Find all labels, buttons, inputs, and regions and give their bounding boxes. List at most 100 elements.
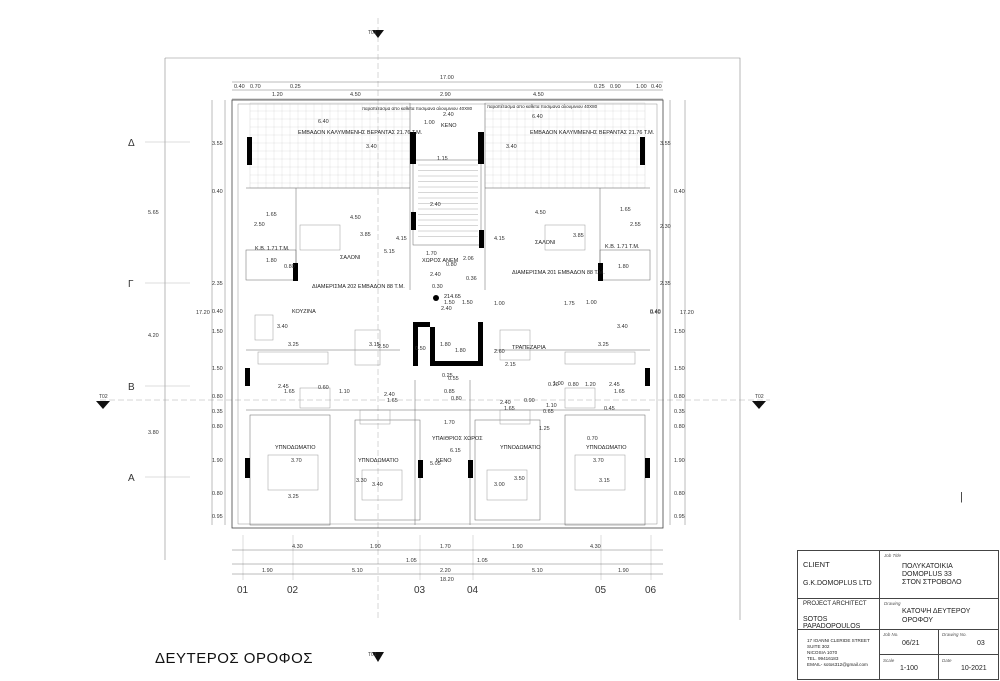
dim-label: 3.15 [369,342,380,348]
address-line: TEL. 99416183 [807,656,839,661]
dim-label: 0.40 [650,310,661,316]
interior-walls [245,103,651,526]
scale-cell: Scale 1-100 [880,655,939,679]
grid-col-label: 05 [595,585,607,596]
dim: 0.25 [594,84,605,90]
north-mark: | [960,491,963,503]
bottom-dimensions: 4.30 1.90 1.70 1.90 4.30 1.05 1.05 1.90 … [232,544,663,583]
dim-label: 1.80 [455,348,466,354]
dim: 0.35 [212,409,223,415]
section-label-left: T02 [99,394,108,400]
grid-columns: 01 02 03 04 05 06 [237,535,657,596]
dim: 4.20 [148,333,159,339]
dim-label: 3.40 [617,324,628,330]
dim-label: 1.00 [424,120,435,126]
dim: 5.65 [148,210,159,216]
section-mark-right: T02 [752,394,766,409]
dim-label: 0.55 [448,376,459,382]
grid-col-label: 04 [467,585,479,596]
dim-label: 0.80 [568,382,579,388]
dim-label: 1.65 [620,207,631,213]
room-bedroom: ΥΠΝΟΔΩΜΑΤΙΟ [358,458,399,464]
room-bedroom: ΥΠΝΟΔΩΜΑΤΙΟ [586,445,627,451]
dim: 0.80 [674,394,685,400]
drawing-no: 03 [977,640,985,647]
dim-label: 0.80 [446,262,457,268]
dim-label: 3.00 [494,482,505,488]
dim-label: 2.40 [430,202,441,208]
level-elevation: 214.65 [444,294,461,300]
client-name: G.K.DOMOPLUS LTD [803,580,872,587]
dim: 4.30 [590,544,601,550]
dim-label: 1.80 [618,264,629,270]
address-cell: 17 IOANNI CLERIDE STREET SUITE 302 NICOS… [798,630,880,679]
note-right: παραπέτασμα απο καθετα ποσιμανα αλουμινι… [487,103,598,109]
dim: 2.90 [440,92,451,98]
scale: 1-100 [900,665,918,672]
dim-label: 2.50 [254,222,265,228]
dim-label: 1.65 [284,389,295,395]
job-no-label: Job No. [883,632,899,637]
dim-label: 2.40 [500,400,511,406]
dim-label: 1.65 [614,389,625,395]
dim: 5.10 [532,568,543,574]
dim-label: 1.80 [440,342,451,348]
section-mark-left: T02 [96,394,770,409]
job-no: 06/21 [902,640,920,647]
dim-overall-width-bottom: 18.20 [440,577,454,583]
dim: 3.55 [660,141,671,147]
dim: 0.40 [212,189,223,195]
address-line: SUITE 302 [807,644,830,649]
dim: 0.25 [290,84,301,90]
grid-col-label: 01 [237,585,249,596]
dim: 5.10 [352,568,363,574]
room-outdoor: ΥΠΑΙΘΡΙΟΣ ΧΩΡΟΣ [432,436,483,442]
dim: 1.50 [674,329,685,335]
dim-label: 3.70 [291,458,302,464]
room-kitchen: ΚΟΥΖΙΝΑ [292,309,316,315]
dim-overall-depth-right: 17.20 [680,310,694,316]
dim-label: 1.70 [444,420,455,426]
room-apartment-left: ΔΙΑΜΕΡΙΣΜΑ 202 ΕΜΒΑΔΟΝ 88 Τ.Μ. [312,284,405,290]
dim-label: 0.80 [284,264,295,270]
dim-label: 2.40 [441,306,452,312]
dim: 1.90 [618,568,629,574]
dim-label: 1.65 [266,212,277,218]
room-veranda-right: ΕΜΒΑΔΟΝ ΚΑΛΥΜΜΕΝΗΣ ΒΕΡΑΝΤΑΣ 21.76 Τ.Μ. [530,130,655,136]
scale-label: Scale [883,658,895,663]
dim-label: 2.55 [630,222,641,228]
architect-name: SOTOS PAPADOPOULOS [803,616,861,630]
dim-label: 3.25 [598,342,609,348]
room-bedroom: ΥΠΝΟΔΩΜΑΤΙΟ [500,445,541,451]
room-living-right: ΣΑΛΟΝΙ [535,240,556,246]
dim: 0.40 [674,189,685,195]
dim: 0.40 [234,84,245,90]
dim: 4.30 [292,544,303,550]
section-label-bottom: T01 [368,652,377,658]
drawing-no-cell: Drawing No. 03 [939,630,998,655]
dim: 2.30 [660,224,671,230]
dim: 1.90 [212,458,223,464]
dim-label: 2.50 [378,344,389,350]
dim-label: 2.60 [494,349,505,355]
note-left: παραπέτασμα απο καθετα ποσιμανα αλουμινι… [362,105,473,111]
site-boundary [165,57,741,620]
dim-label: 1.20 [585,382,596,388]
title-block: CLIENT G.K.DOMOPLUS LTD Job Title ΠΟΛΥΚΑ… [797,550,999,680]
dim: 0.90 [610,84,621,90]
dim-label: 1.25 [539,426,550,432]
dim-label: 4.15 [396,236,407,242]
grid-col-label: 06 [645,585,657,596]
structural-columns [245,132,650,478]
drawing-cell: Drawing ΚΑΤΟΨΗ ΔΕΥΤΕΡΟΥ ΟΡΟΦΟΥ [880,599,998,630]
room-void-bottom: ΚΕΝΟ [436,458,452,464]
architect-label: PROJECT ARCHITECT [803,601,867,607]
dim: 0.80 [674,491,685,497]
dim-label: 1.80 [266,258,277,264]
room-apartment-right: ΔΙΑΜΕΡΙΣΜΑ 201 ΕΜΒΑΔΟΝ 88 Τ.Μ. [512,270,605,276]
dim: 0.80 [674,424,685,430]
dim: 2.20 [440,568,451,574]
dim-label: 0.25 [442,373,453,379]
section-label-right: T02 [755,394,764,400]
job-title-label: Job Title [884,553,901,558]
